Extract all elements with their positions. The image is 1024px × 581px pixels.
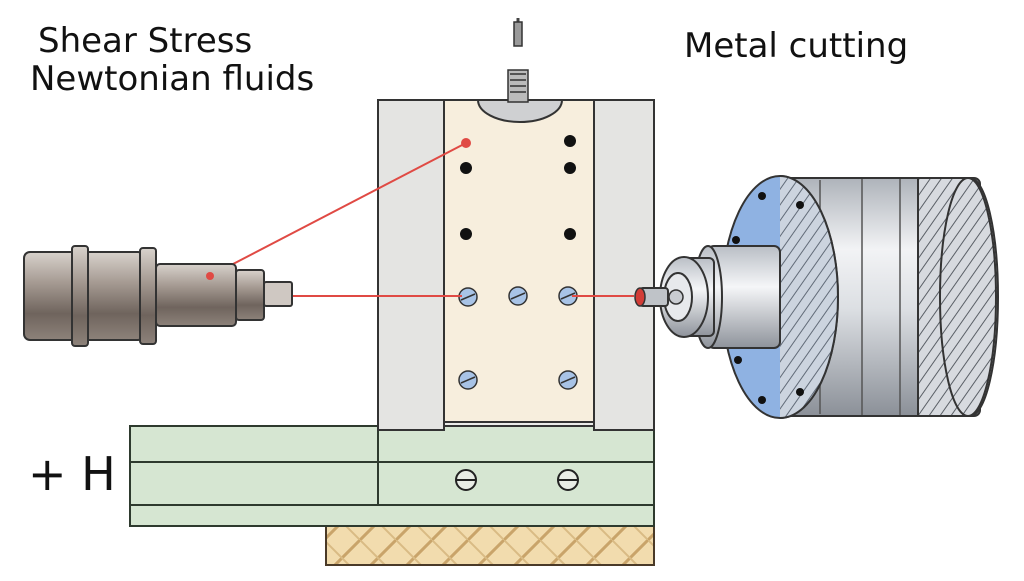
top-probe — [507, 18, 529, 103]
label-metal-cutting: Metal cutting — [684, 26, 909, 66]
laser-sensor — [23, 245, 293, 347]
laser-beams — [209, 138, 634, 297]
label-newtonian-fluids: Newtonian fluids — [30, 59, 315, 99]
label-plus-h: + H — [28, 447, 116, 501]
sample-specimen — [443, 99, 595, 423]
slotted-screw — [558, 286, 578, 306]
slotted-screw — [508, 286, 528, 306]
drum-hub — [659, 245, 781, 349]
rotating-drum — [721, 175, 999, 419]
slotted-screw — [558, 370, 578, 390]
base-screw — [557, 469, 579, 491]
marker-dots — [460, 135, 576, 240]
base-screw — [455, 469, 477, 491]
tool-bit — [634, 287, 669, 307]
slotted-screw — [458, 370, 478, 390]
label-shear-stress: Shear Stress — [38, 21, 253, 61]
